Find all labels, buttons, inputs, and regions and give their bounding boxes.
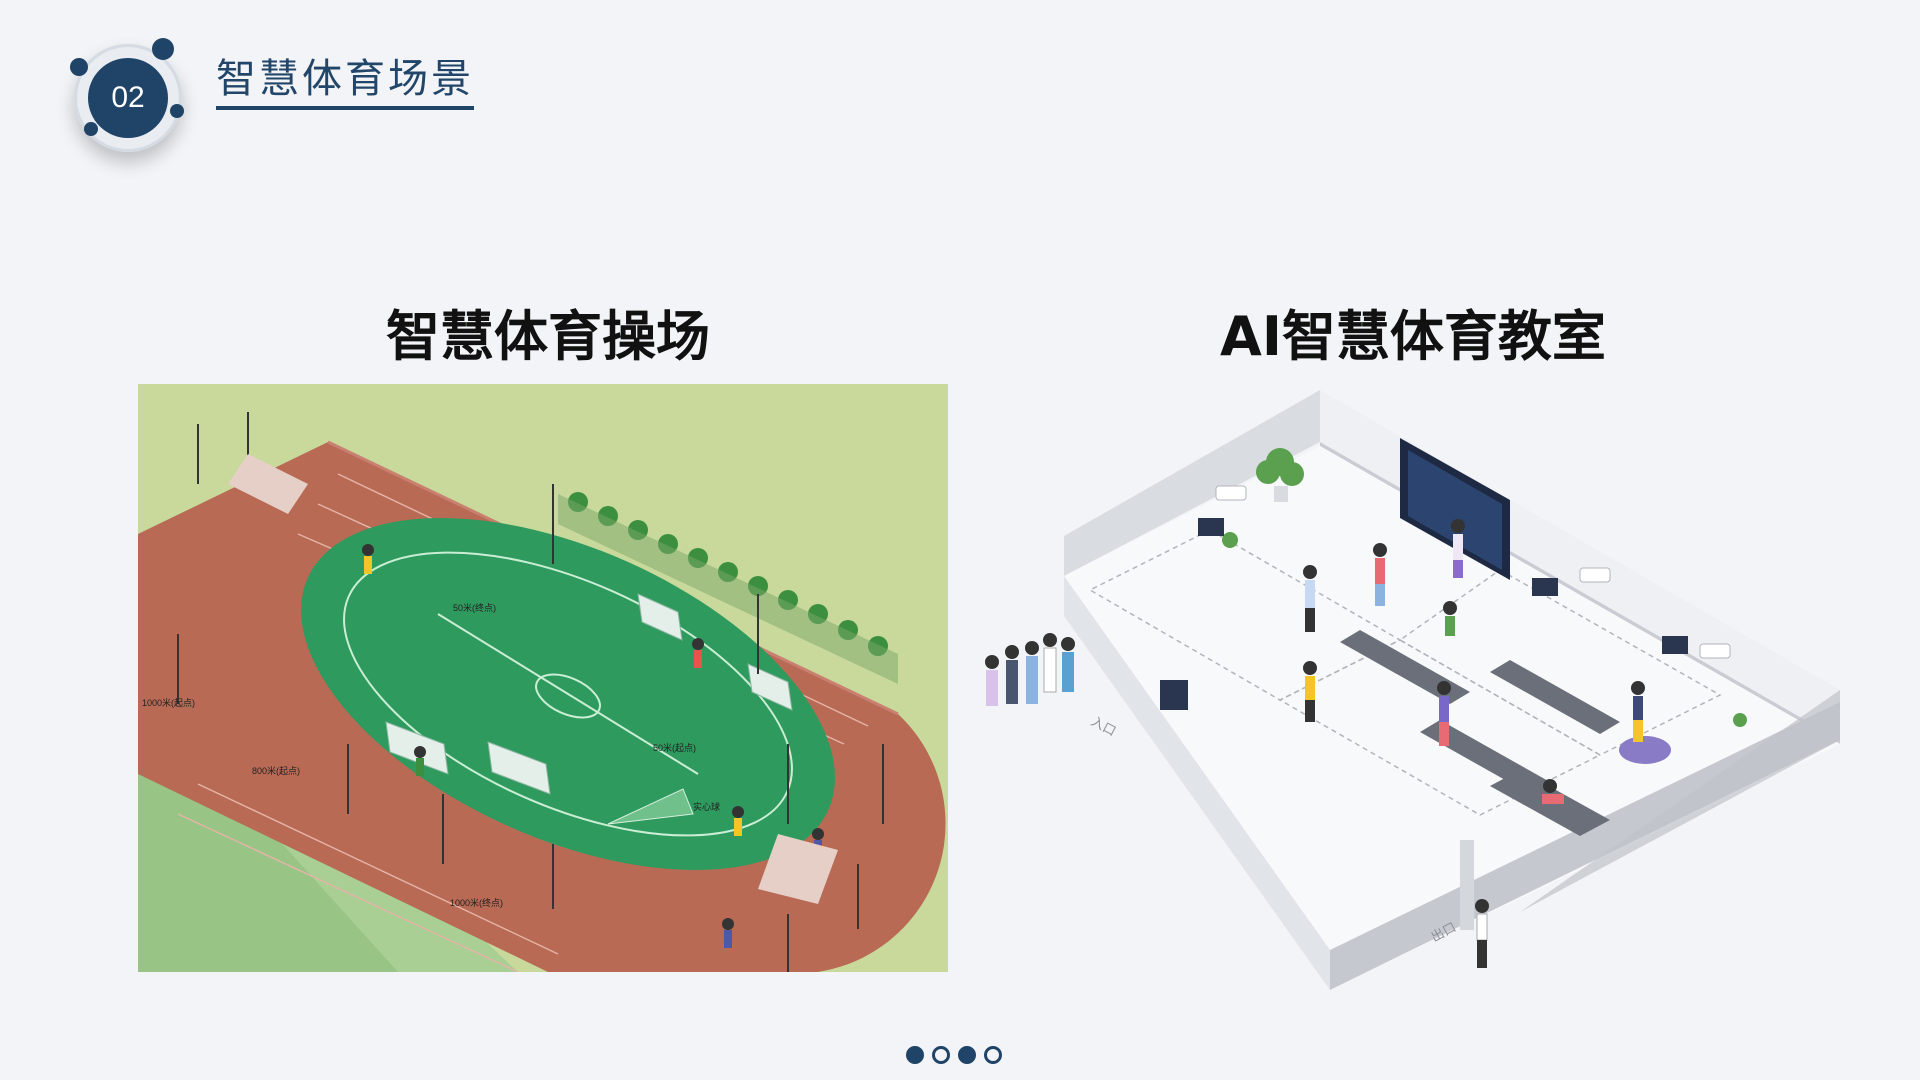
label-1000m-end: 1000米(终点)	[450, 897, 503, 908]
label-800m-start: 800米(起点)	[252, 765, 300, 776]
pagination-dot-4[interactable]	[984, 1046, 1002, 1064]
label-entrance: 入口	[1089, 713, 1119, 738]
section-number: 02	[88, 58, 168, 138]
slide-pagination	[906, 1046, 1002, 1064]
classroom-illustration: 入口 出口	[985, 390, 1840, 990]
badge-dot	[70, 58, 88, 76]
classroom-heading: AI智慧体育教室	[1220, 305, 1606, 368]
label-1000m-start: 1000米(起点)	[142, 697, 195, 708]
pagination-dot-1[interactable]	[906, 1046, 924, 1064]
badge-dot	[84, 122, 98, 136]
badge-dot	[170, 104, 184, 118]
section-badge: 02	[68, 38, 188, 158]
playground-illustration: 50米(终点) 50米(起点) 1000米(起点) 800米(起点) 1000米…	[138, 384, 948, 972]
label-50m-start: 50米(起点)	[653, 742, 696, 753]
badge-dot	[152, 38, 174, 60]
pagination-dot-3[interactable]	[958, 1046, 976, 1064]
label-50m-end: 50米(终点)	[453, 602, 496, 613]
title-underline	[216, 106, 474, 110]
section-title: 智慧体育场景	[216, 56, 474, 102]
label-solid-ball: 实心球	[693, 801, 720, 812]
pagination-dot-2[interactable]	[932, 1046, 950, 1064]
playground-heading: 智慧体育操场	[386, 305, 710, 368]
